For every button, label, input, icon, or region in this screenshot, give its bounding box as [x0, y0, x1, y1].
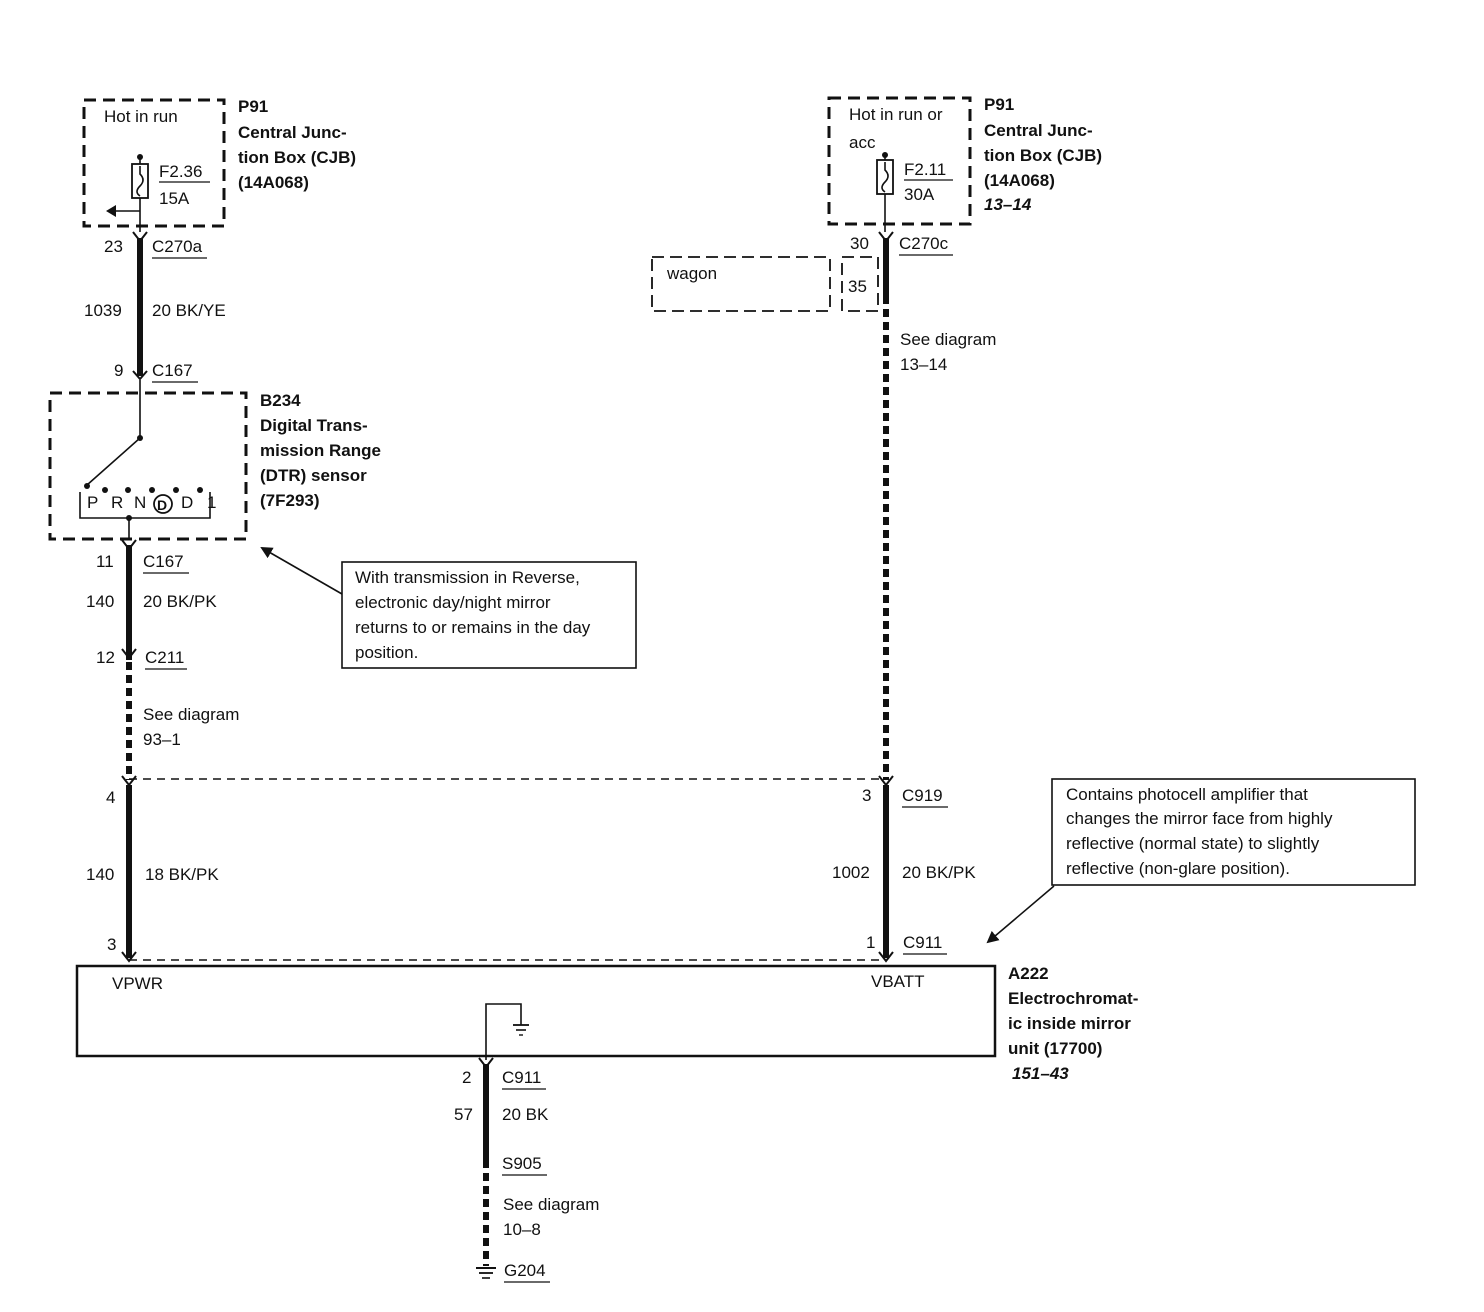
right-p91-name-2: tion Box (CJB): [984, 146, 1102, 165]
left-cjb-box: Hot in run F2.36 15A: [82, 98, 226, 232]
dtr-sensor-name-2: mission Range: [260, 441, 381, 460]
prndl-positions: P R N D D 1: [87, 493, 216, 513]
position-n: N: [134, 493, 146, 512]
photocell-note: Contains photocell amplifier that change…: [986, 778, 1416, 944]
wire-140-lower-num: 140: [86, 865, 114, 884]
wagon-pin: 35: [848, 277, 867, 296]
right-wire: [878, 231, 894, 963]
right-see-diagram: See diagram: [900, 330, 996, 349]
c211-pin: 12: [96, 648, 115, 667]
position-1: 1: [207, 493, 216, 512]
right-power-condition-2: acc: [849, 133, 876, 152]
photocell-note-line-3: reflective (normal state) to slightly: [1066, 834, 1320, 853]
dtr-sensor-box: [48, 380, 248, 541]
mirror-ref: 151–43: [1012, 1064, 1069, 1083]
wire-1039-num: 1039: [84, 301, 122, 320]
wire-140-lower-spec: 18 BK/PK: [145, 865, 219, 884]
wagon-option: wagon 35: [651, 256, 879, 312]
c911-right-label: C911: [903, 933, 942, 952]
position-d: D: [181, 493, 193, 512]
reverse-note-line-2: electronic day/night mirror: [355, 593, 551, 612]
ground-see-diagram: See diagram: [503, 1195, 599, 1214]
c911-ground-pin: 2: [462, 1068, 471, 1087]
wire-1002-num: 1002: [832, 863, 870, 882]
ground-wire: [478, 1057, 494, 1266]
position-p: P: [87, 493, 98, 512]
wire-140-upper-num: 140: [86, 592, 114, 611]
wire-57-spec: 20 BK: [502, 1105, 549, 1124]
left-p91-id: P91: [238, 97, 268, 116]
c919-label: C919: [902, 786, 943, 805]
internal-ground-icon: [485, 1003, 529, 1060]
c911-left-pin: 3: [107, 935, 116, 954]
branch-arrow-icon: [106, 205, 140, 217]
c270c-label: C270c: [899, 234, 949, 253]
position-r: R: [111, 493, 123, 512]
c919-left-pin: 4: [106, 788, 115, 807]
reverse-note-line-1: With transmission in Reverse,: [355, 568, 580, 587]
c167-top-label: C167: [152, 361, 193, 380]
left-power-condition: Hot in run: [104, 107, 178, 126]
wagon-label: wagon: [666, 264, 717, 283]
right-power-condition-1: Hot in run or: [849, 105, 943, 124]
photocell-note-line-2: changes the mirror face from highly: [1066, 809, 1333, 828]
c211-label: C211: [145, 648, 184, 667]
left-wire-lower: [121, 539, 137, 963]
left-p91-name-2: tion Box (CJB): [238, 148, 356, 167]
right-fuse-label: F2.11: [904, 160, 946, 179]
right-cjb-box: Hot in run or acc F2.11 30A: [827, 96, 972, 232]
c167-bot-label: C167: [143, 552, 184, 571]
photocell-note-line-1: Contains photocell amplifier that: [1066, 785, 1308, 804]
mirror-name-1: Electrochromat-: [1008, 989, 1138, 1008]
c270a-pin: 23: [104, 237, 123, 256]
right-fuse-icon: [876, 152, 894, 232]
wire-1039-spec: 20 BK/YE: [152, 301, 226, 320]
c270c-pin: 30: [850, 234, 869, 253]
reverse-note: With transmission in Reverse, electronic…: [260, 547, 637, 669]
mirror-id: A222: [1008, 964, 1049, 983]
left-fuse-amps: 15A: [159, 189, 190, 208]
right-see-diagram-ref: 13–14: [900, 355, 947, 374]
wire-57-num: 57: [454, 1105, 473, 1124]
c270a-label: C270a: [152, 237, 203, 256]
vbatt-label: VBATT: [871, 972, 925, 991]
wire-140-upper-spec: 20 BK/PK: [143, 592, 217, 611]
mirror-name-2: ic inside mirror: [1008, 1014, 1131, 1033]
dtr-sensor-name-3: (DTR) sensor: [260, 466, 367, 485]
left-see-diagram: See diagram: [143, 705, 239, 724]
c911-right-pin: 1: [866, 933, 875, 952]
wire-1002-spec: 20 BK/PK: [902, 863, 976, 882]
position-od: D: [157, 497, 167, 513]
left-see-diagram-ref: 93–1: [143, 730, 181, 749]
right-fuse-amps: 30A: [904, 185, 935, 204]
c167-bot-pin: 11: [96, 552, 114, 571]
right-p91-ref: 13–14: [984, 195, 1032, 214]
left-p91-name-3: (14A068): [238, 173, 309, 192]
splice-s905: S905: [502, 1154, 542, 1173]
ground-see-diagram-ref: 10–8: [503, 1220, 541, 1239]
dtr-sensor-id: B234: [260, 391, 301, 410]
dtr-sensor-name-4: (7F293): [260, 491, 320, 510]
dtr-sensor-name-1: Digital Trans-: [260, 416, 368, 435]
reverse-note-line-3: returns to or remains in the day: [355, 618, 591, 637]
c167-top-pin: 9: [114, 361, 123, 380]
ground-g204-icon: [476, 1267, 496, 1279]
mirror-unit-box: [75, 964, 997, 1060]
left-fuse-label: F2.36: [159, 162, 202, 181]
ground-g204-label: G204: [504, 1261, 546, 1280]
photocell-note-line-4: reflective (non-glare position).: [1066, 859, 1290, 878]
vpwr-label: VPWR: [112, 974, 163, 993]
left-wire-upper: [132, 231, 148, 381]
left-p91-name-1: Central Junc-: [238, 123, 347, 142]
right-p91-id: P91: [984, 95, 1014, 114]
right-p91-name-3: (14A068): [984, 171, 1055, 190]
c911-ground-label: C911: [502, 1068, 541, 1087]
mirror-name-3: unit (17700): [1008, 1039, 1102, 1058]
right-p91-name-1: Central Junc-: [984, 121, 1093, 140]
left-fuse-icon: [131, 154, 149, 232]
reverse-note-line-4: position.: [355, 643, 418, 662]
c919-right-pin: 3: [862, 786, 871, 805]
